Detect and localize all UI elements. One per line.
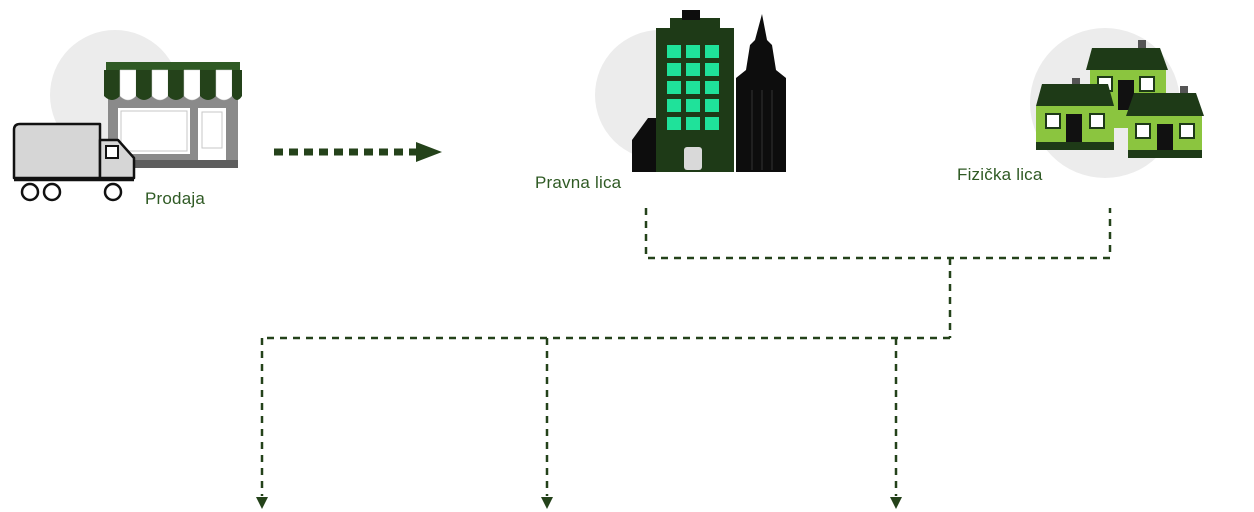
office-door <box>684 147 702 170</box>
connector-lines <box>260 208 1112 496</box>
office-windows <box>667 45 719 130</box>
arrowhead-2 <box>541 497 553 509</box>
shop-awning <box>104 69 242 101</box>
truck-icon <box>12 122 136 202</box>
arrowhead-3 <box>890 497 902 509</box>
sales-label: Prodaja <box>145 189 205 208</box>
connector-legal-individuals <box>644 208 1112 260</box>
shop-with-truck-icon <box>12 30 242 202</box>
office-buildings-icon <box>595 10 786 172</box>
legal-entities-label: Pravna lica <box>535 173 622 192</box>
arrowhead-1 <box>256 497 268 509</box>
houses-icon <box>1030 28 1204 178</box>
flow-arrow-sales-to-legal <box>274 142 442 162</box>
connector-arrowheads <box>256 497 902 509</box>
individuals-label: Fizička lica <box>957 165 1043 184</box>
